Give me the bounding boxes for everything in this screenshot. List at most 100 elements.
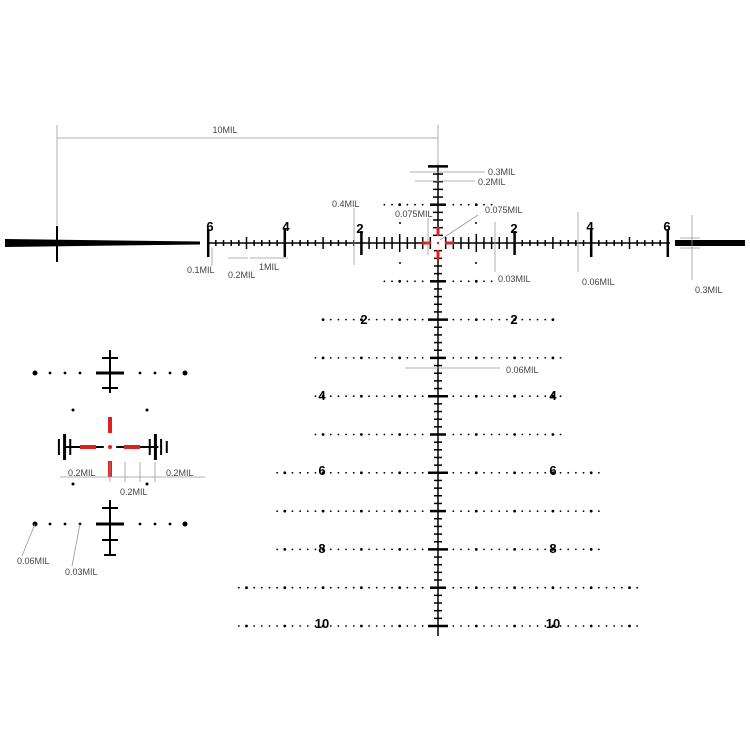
holdover-dot bbox=[551, 433, 555, 436]
holdover-dot bbox=[467, 357, 470, 359]
holdover-dot bbox=[536, 471, 539, 474]
holdover-dot bbox=[283, 624, 287, 628]
holdover-dot bbox=[352, 625, 355, 627]
holdover-dot bbox=[559, 510, 562, 512]
holdover-dot bbox=[544, 318, 547, 321]
holdover-dot bbox=[452, 586, 455, 589]
annotation-thick-bar: 0.3MIL bbox=[695, 285, 723, 295]
holdover-dot bbox=[383, 280, 386, 283]
holdover-dot bbox=[529, 395, 531, 398]
annotation-dot-far: 0.06MIL bbox=[582, 277, 615, 287]
holdover-dot bbox=[551, 394, 555, 398]
annotation-10mil: 10MIL bbox=[212, 125, 237, 135]
vert-label-right-8: 8 bbox=[549, 541, 556, 556]
holdover-dot bbox=[414, 395, 416, 398]
holdover-dot bbox=[474, 203, 478, 207]
vert-label-left-8: 8 bbox=[318, 541, 325, 556]
holdover-dot bbox=[414, 357, 416, 359]
holdover-dot bbox=[391, 280, 393, 283]
holdover-dot bbox=[536, 318, 539, 321]
holdover-dot bbox=[276, 471, 279, 474]
offset-dot bbox=[475, 222, 477, 224]
inset-dot bbox=[138, 371, 142, 375]
holdover-dot bbox=[521, 318, 524, 321]
holdover-dot bbox=[237, 625, 240, 627]
holdover-dot bbox=[490, 395, 493, 398]
holdover-dot bbox=[574, 625, 577, 627]
holdover-dot bbox=[360, 509, 363, 513]
holdover-dot bbox=[567, 586, 570, 589]
holdover-dot bbox=[314, 548, 317, 551]
annotation-top-bar-outer: 0.3MIL bbox=[488, 167, 516, 177]
holdover-dot bbox=[544, 625, 547, 627]
holdover-dot bbox=[283, 509, 287, 513]
holdover-dot bbox=[345, 510, 347, 512]
holdover-dot bbox=[582, 471, 585, 474]
holdover-dot bbox=[483, 280, 485, 283]
holdover-dot bbox=[406, 318, 409, 321]
holdover-dot bbox=[276, 586, 279, 589]
holdover-dot bbox=[559, 548, 562, 551]
holdover-dot bbox=[245, 586, 248, 590]
holdover-dot bbox=[589, 548, 593, 551]
holdover-dot bbox=[391, 471, 393, 474]
holdover-dot bbox=[321, 433, 325, 436]
holdover-dot bbox=[253, 625, 256, 627]
holdover-dot bbox=[467, 395, 470, 398]
holdover-dot bbox=[536, 510, 539, 512]
holdover-dot bbox=[467, 471, 470, 474]
holdover-dot bbox=[521, 433, 524, 436]
holdover-dot bbox=[398, 318, 402, 321]
holdover-dot bbox=[513, 433, 516, 436]
vert-label-left-10: 10 bbox=[315, 616, 329, 631]
annotation-vertical-line: 0.06MIL bbox=[506, 365, 539, 375]
holdover-dot bbox=[406, 510, 409, 512]
holdover-dot bbox=[467, 280, 470, 283]
holdover-dot bbox=[406, 625, 409, 627]
holdover-dot bbox=[383, 510, 386, 512]
holdover-dot bbox=[398, 586, 402, 590]
holdover-dot bbox=[474, 356, 478, 360]
holdover-dot bbox=[452, 510, 455, 512]
holdover-dot bbox=[490, 510, 493, 512]
holdover-dot bbox=[306, 586, 309, 589]
holdover-dot bbox=[352, 471, 355, 474]
holdover-dot bbox=[414, 433, 416, 436]
holdover-dot bbox=[337, 357, 340, 359]
holdover-dot bbox=[291, 510, 294, 512]
holdover-dot bbox=[559, 586, 562, 589]
holdover-dot bbox=[567, 510, 570, 512]
holdover-dot bbox=[467, 548, 470, 551]
holdover-dot bbox=[536, 357, 539, 359]
holdover-dot bbox=[421, 548, 424, 551]
holdover-dot bbox=[513, 471, 516, 475]
holdover-dot bbox=[368, 357, 370, 359]
holdover-dot bbox=[513, 624, 516, 628]
vert-label-left-6: 6 bbox=[318, 463, 325, 478]
holdover-dot bbox=[521, 471, 524, 474]
holdover-dot bbox=[245, 624, 248, 628]
holdover-dot bbox=[299, 586, 302, 589]
holdover-dot bbox=[474, 279, 478, 283]
holdover-dot bbox=[474, 394, 478, 398]
holdover-dot bbox=[406, 357, 409, 359]
inset-dot bbox=[168, 371, 172, 375]
inset-offset-dot bbox=[145, 408, 149, 412]
inset-dot bbox=[182, 370, 188, 376]
inset-dot bbox=[78, 371, 82, 375]
holdover-dot bbox=[329, 586, 332, 589]
holdover-dot bbox=[383, 318, 386, 321]
holdover-dot bbox=[321, 356, 325, 360]
holdover-dot bbox=[498, 586, 501, 589]
holdover-dot bbox=[383, 395, 386, 398]
holdover-dot bbox=[360, 394, 363, 398]
holdover-dot bbox=[460, 471, 462, 474]
holdover-dot bbox=[529, 471, 531, 474]
holdover-dot bbox=[498, 357, 501, 359]
holdover-dot bbox=[559, 395, 562, 398]
holdover-dot bbox=[314, 471, 317, 474]
holdover-dot bbox=[375, 433, 378, 436]
holdover-dot bbox=[536, 395, 539, 398]
holdover-dot bbox=[383, 625, 386, 627]
holdover-dot bbox=[490, 280, 493, 283]
